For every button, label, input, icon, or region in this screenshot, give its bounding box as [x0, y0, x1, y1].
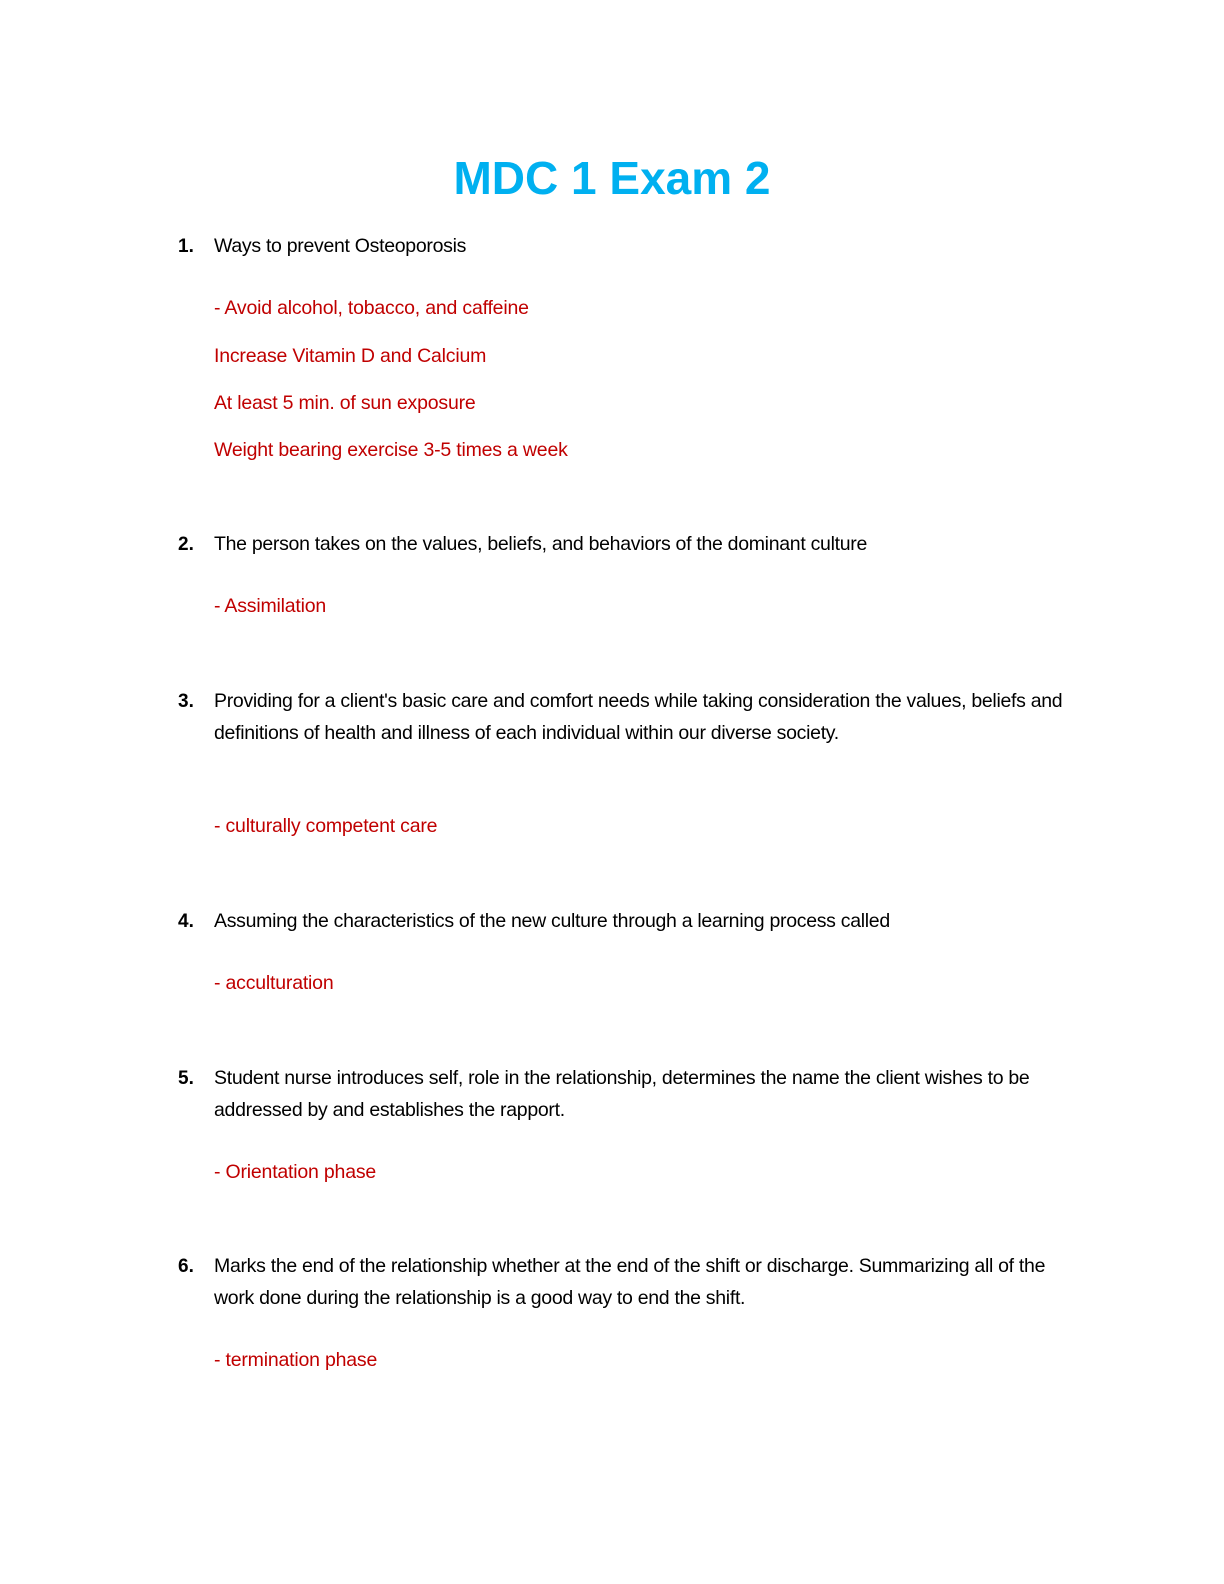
answer-line: Weight bearing exercise 3-5 times a week: [214, 439, 568, 461]
question-number: 6.: [178, 1256, 194, 1277]
question-text: Ways to prevent Osteoporosis: [214, 235, 467, 257]
answer-line: - Avoid alcohol, tobacco, and caffeine: [214, 297, 529, 319]
document-title: MDC 1 Exam 2: [453, 152, 771, 204]
question-number: 4.: [178, 911, 194, 932]
question-text: Marks the end of the relationship whethe…: [214, 1255, 1046, 1309]
question-number: 5.: [178, 1068, 194, 1089]
answer-line: - acculturation: [214, 972, 334, 994]
answer-line: Increase Vitamin D and Calcium: [214, 345, 487, 367]
answer-line: - Assimilation: [214, 595, 327, 617]
question-text: The person takes on the values, beliefs,…: [214, 533, 868, 555]
answer-line: - culturally competent care: [214, 815, 438, 837]
answer-line: At least 5 min. of sun exposure: [214, 392, 476, 414]
question-text: Providing for a client's basic care and …: [214, 690, 1063, 744]
answer-line: - termination phase: [214, 1349, 378, 1371]
question-number: 2.: [178, 534, 194, 555]
question-number: 3.: [178, 691, 194, 712]
question-number: 1.: [178, 236, 194, 257]
answer-line: - Orientation phase: [214, 1161, 377, 1183]
question-text: Student nurse introduces self, role in t…: [214, 1067, 1030, 1121]
question-text: Assuming the characteristics of the new …: [214, 910, 890, 932]
